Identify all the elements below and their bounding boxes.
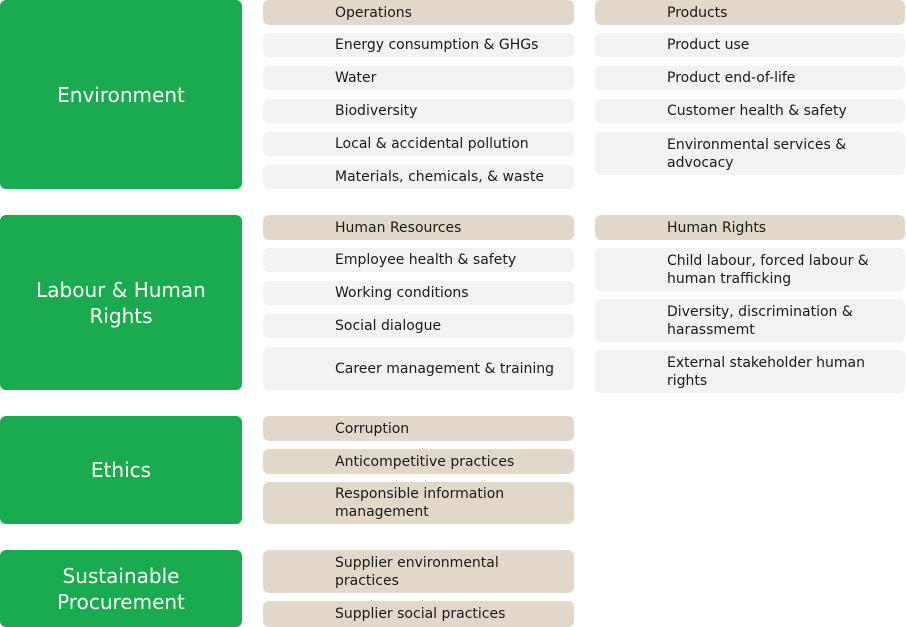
topic-item: Biodiversity bbox=[263, 99, 574, 123]
human-rights-column: Human Rights Child labour, forced labour… bbox=[595, 215, 905, 393]
operations-header: Operations bbox=[263, 0, 574, 25]
topic-item: Diversity, discrimination & harassmemt bbox=[595, 299, 905, 342]
human-resources-column: Human Resources Employee health & safety… bbox=[263, 215, 574, 390]
category-ethics-label: Ethics bbox=[90, 458, 152, 482]
topic-item: Energy consumption & GHGs bbox=[263, 33, 574, 57]
topic-item: Working conditions bbox=[263, 281, 574, 305]
topic-item: Career management & training bbox=[263, 347, 574, 390]
category-environment-label: Environment bbox=[57, 82, 185, 107]
topic-item: Water bbox=[263, 66, 574, 90]
topic-item: Responsible information management bbox=[263, 482, 574, 524]
topic-item: Social dialogue bbox=[263, 314, 574, 338]
human-rights-header: Human Rights bbox=[595, 215, 905, 240]
category-environment: Environment bbox=[0, 0, 242, 189]
category-labour-human-rights: Labour & Human Rights bbox=[0, 215, 242, 390]
topic-item: Local & accidental pollution bbox=[263, 132, 574, 156]
topic-item: Child labour, forced labour & human traf… bbox=[595, 248, 905, 291]
category-ethics: Ethics bbox=[0, 416, 242, 524]
operations-column: Operations Energy consumption & GHGs Wat… bbox=[263, 0, 574, 189]
procurement-column: Supplier environmental practices Supplie… bbox=[263, 550, 574, 627]
topic-item: Product use bbox=[595, 33, 905, 57]
products-header: Products bbox=[595, 0, 905, 25]
topic-item: Supplier social practices bbox=[263, 601, 574, 627]
ethics-column: Corruption Anticompetitive practices Res… bbox=[263, 416, 574, 524]
topic-item: Supplier environmental practices bbox=[263, 550, 574, 593]
category-procurement-label: Sustainable Procurement bbox=[57, 563, 185, 614]
human-resources-header: Human Resources bbox=[263, 215, 574, 240]
products-column: Products Product use Product end-of-life… bbox=[595, 0, 905, 189]
topic-item: Employee health & safety bbox=[263, 248, 574, 272]
topic-item: Customer health & safety bbox=[595, 99, 905, 123]
category-sustainable-procurement: Sustainable Procurement bbox=[0, 550, 242, 627]
topic-item: Materials, chemicals, & waste bbox=[263, 165, 574, 189]
topic-item: Environmental services & advocacy bbox=[595, 132, 905, 175]
topic-item: Product end-of-life bbox=[595, 66, 905, 90]
topic-item: Corruption bbox=[263, 416, 574, 441]
topic-item: External stakeholder human rights bbox=[595, 350, 905, 393]
category-labour-label: Labour & Human Rights bbox=[36, 277, 206, 328]
topic-item: Anticompetitive practices bbox=[263, 449, 574, 474]
